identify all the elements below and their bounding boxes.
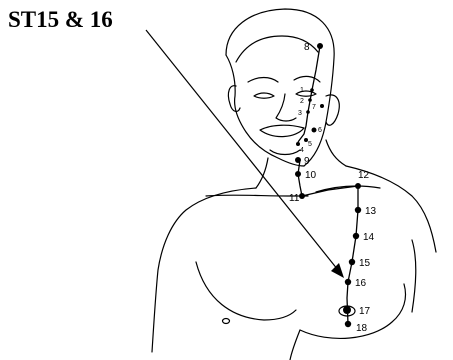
point-marker-6 <box>312 128 317 133</box>
point-marker-1 <box>310 88 314 92</box>
neck-left <box>256 158 268 188</box>
meridian-chest <box>347 186 358 324</box>
point-label-2: 2 <box>300 98 304 105</box>
point-label-17: 17 <box>359 306 371 317</box>
meridian-clavicle <box>302 186 358 196</box>
point-markers <box>295 43 361 327</box>
right-pectoral <box>300 284 406 338</box>
abdomen-line <box>290 330 300 360</box>
point-marker-9 <box>295 157 301 163</box>
pointer-arrow-line <box>146 30 338 270</box>
point-label-15: 15 <box>359 258 371 269</box>
point-label-8: 8 <box>304 42 310 53</box>
point-label-18: 18 <box>356 323 368 334</box>
body-outline <box>152 9 436 360</box>
point-label-12: 12 <box>358 170 370 181</box>
left-shoulder <box>152 188 256 352</box>
nose <box>276 94 296 121</box>
point-marker-3 <box>306 110 310 114</box>
point-marker-11 <box>299 193 305 199</box>
left-nipple <box>223 319 230 324</box>
point-label-7: 7 <box>312 104 316 111</box>
point-label-4: 4 <box>300 147 304 154</box>
mouth <box>260 125 304 136</box>
left-pectoral <box>196 262 296 320</box>
point-marker-15 <box>349 259 355 265</box>
chin <box>270 150 300 155</box>
point-marker-12 <box>355 183 361 189</box>
head-outline <box>226 9 334 166</box>
point-label-6: 6 <box>318 127 322 134</box>
point-marker-7 <box>320 104 324 108</box>
point-marker-16 <box>345 279 351 285</box>
left-eye <box>254 93 274 98</box>
point-marker-18 <box>345 321 351 327</box>
left-eyebrow <box>248 78 278 83</box>
point-label-13: 13 <box>365 206 377 217</box>
point-label-10: 10 <box>305 170 317 181</box>
point-label-14: 14 <box>363 232 375 243</box>
point-label-16: 16 <box>355 278 367 289</box>
point-marker-13 <box>355 207 361 213</box>
right-eyebrow <box>294 76 320 82</box>
point-label-9: 9 <box>304 156 310 167</box>
right-arm <box>412 240 416 312</box>
diagram-title: ST15 & 16 <box>8 8 113 31</box>
point-marker-2 <box>308 98 312 102</box>
point-marker-10 <box>295 171 301 177</box>
pointer-arrow-head <box>331 263 344 278</box>
point-marker-8 <box>317 43 323 49</box>
right-eye <box>296 91 316 96</box>
neck-right <box>326 140 346 166</box>
point-label-3: 3 <box>298 110 302 117</box>
point-marker-14 <box>353 233 359 239</box>
point-label-1: 1 <box>300 87 304 94</box>
point-marker-17 <box>343 306 351 314</box>
point-label-5: 5 <box>308 141 312 148</box>
point-marker-4 <box>296 142 300 146</box>
point-label-11: 11 <box>289 193 300 204</box>
